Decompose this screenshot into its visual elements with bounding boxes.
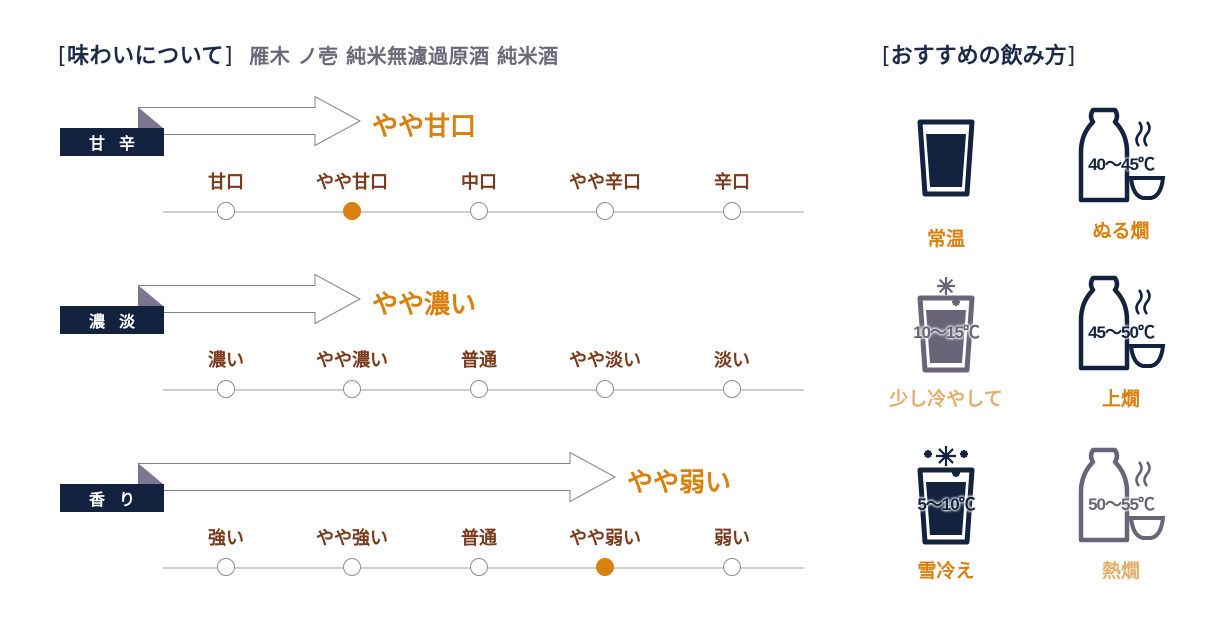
serving-option: 5〜10℃ 雪冷え: [871, 444, 1021, 583]
serving-label: 常温: [926, 228, 965, 250]
title-text: 味わいについて: [67, 44, 224, 69]
arrow-shape: [138, 96, 362, 147]
scale-dot: [723, 202, 741, 220]
scale-label: やや淡い: [569, 350, 641, 371]
product-name: 雁木 ノ壱 純米無濾過原酒 純米酒: [249, 44, 559, 68]
taste-result: やや弱い: [627, 468, 732, 498]
serving-option: 45〜50℃ 上燗: [1046, 272, 1196, 411]
scale-item: 辛口: [672, 168, 792, 220]
scale-item: 甘口: [166, 168, 286, 220]
scale-dot: [470, 380, 488, 398]
taste-arrow: [138, 274, 362, 325]
taste-result: やや甘口: [372, 112, 477, 142]
tokkuri-warm-icon: 40〜45℃: [1046, 104, 1196, 214]
scale-label: やや弱い: [569, 528, 641, 549]
taste-row: 甘辛やや甘口甘口やや甘口中口やや辛口辛口: [0, 96, 830, 256]
scale-item: 濃い: [166, 346, 286, 398]
scale-label: 濃い: [208, 350, 244, 371]
serving-option: 10〜15℃ 少し冷やして: [871, 272, 1021, 411]
tokkuri-warm-icon: 45〜50℃: [1046, 272, 1196, 382]
glass-icon: [871, 112, 1021, 222]
scale-dot: [470, 202, 488, 220]
bracket-close: ]: [223, 44, 234, 69]
serving-label: 雪冷え: [917, 560, 975, 582]
scale-dot: [217, 202, 235, 220]
taste-category-label: 香り: [60, 484, 164, 512]
scale-label: 甘口: [208, 172, 244, 193]
scale-dot: [343, 558, 361, 576]
scale-dot: [470, 558, 488, 576]
scale-dot-selected: [343, 202, 361, 220]
recommend-section-title: [おすすめの飲み方]: [882, 38, 1075, 70]
scale-dot-selected: [596, 558, 614, 576]
scale-item: やや甘口: [292, 168, 412, 220]
scale-label: やや濃い: [316, 350, 388, 371]
glass-chilled-icon: 10〜15℃: [871, 272, 1021, 382]
scale-item: 強い: [166, 524, 286, 576]
scale-label: 強い: [208, 528, 244, 549]
scale-dot: [217, 558, 235, 576]
scale-dot: [723, 380, 741, 398]
taste-arrow: [138, 452, 617, 503]
scale-label: 普通: [461, 350, 497, 371]
scale-label: やや甘口: [316, 172, 388, 193]
scale-item: 弱い: [672, 524, 792, 576]
arrow-shape: [138, 452, 617, 503]
scale-dot: [217, 380, 235, 398]
tokkuri-hot-icon: 50〜55℃: [1046, 444, 1196, 554]
serving-label: ぬる燗: [1092, 220, 1150, 242]
scale-item: 普通: [419, 346, 539, 398]
temperature-range: 5〜10℃: [917, 495, 975, 514]
scale-item: やや辛口: [545, 168, 665, 220]
arrow-shape: [138, 274, 362, 325]
recommend-title-text: おすすめの飲み方: [890, 44, 1067, 69]
taste-category-label: 甘辛: [60, 128, 164, 156]
bracket-close: ]: [1066, 44, 1076, 69]
scale-label: 中口: [461, 172, 497, 193]
serving-option: 50〜55℃ 熱燗: [1046, 444, 1196, 583]
serving-label: 少し冷やして: [889, 388, 1003, 410]
serving-label: 熱燗: [1101, 560, 1140, 582]
fold-corner: [138, 285, 163, 306]
fold-corner: [138, 107, 163, 128]
bracket-open: [: [58, 44, 68, 69]
serving-option: 常温: [871, 112, 1021, 251]
bracket-open: [: [882, 44, 891, 69]
temperature-range: 10〜15℃: [913, 323, 980, 342]
taste-category-label: 濃淡: [60, 306, 164, 334]
scale-label: 弱い: [714, 528, 750, 549]
scale-item: やや強い: [292, 524, 412, 576]
fold-corner: [138, 463, 163, 484]
taste-row: 香りやや弱い強いやや強い普通やや弱い弱い: [0, 452, 830, 612]
scale-item: 中口: [419, 168, 539, 220]
scale-item: 普通: [419, 524, 539, 576]
scale-label: やや辛口: [569, 172, 641, 193]
scale-item: やや淡い: [545, 346, 665, 398]
taste-result: やや濃い: [372, 290, 477, 320]
taste-arrow: [138, 96, 362, 147]
scale-item: 淡い: [672, 346, 792, 398]
scale-dot: [343, 380, 361, 398]
temperature-range: 40〜45℃: [1088, 155, 1155, 174]
scale-label: 淡い: [714, 350, 750, 371]
scale-label: 普通: [461, 528, 497, 549]
glass-iced-icon: 5〜10℃: [871, 444, 1021, 554]
scale-item: やや濃い: [292, 346, 412, 398]
temperature-range: 45〜50℃: [1088, 323, 1155, 342]
taste-row: 濃淡やや濃い濃いやや濃い普通やや淡い淡い: [0, 274, 830, 434]
serving-label: 上燗: [1101, 388, 1140, 410]
serving-option: 40〜45℃ ぬる燗: [1046, 104, 1196, 243]
scale-dot: [596, 202, 614, 220]
scale-dot: [723, 558, 741, 576]
scale-item: やや弱い: [545, 524, 665, 576]
scale-dot: [596, 380, 614, 398]
temperature-range: 50〜55℃: [1088, 495, 1155, 514]
taste-section-title: [味わいについて] 雁木 ノ壱 純米無濾過原酒 純米酒: [58, 38, 559, 70]
scale-label: やや強い: [316, 528, 388, 549]
scale-label: 辛口: [714, 172, 750, 193]
